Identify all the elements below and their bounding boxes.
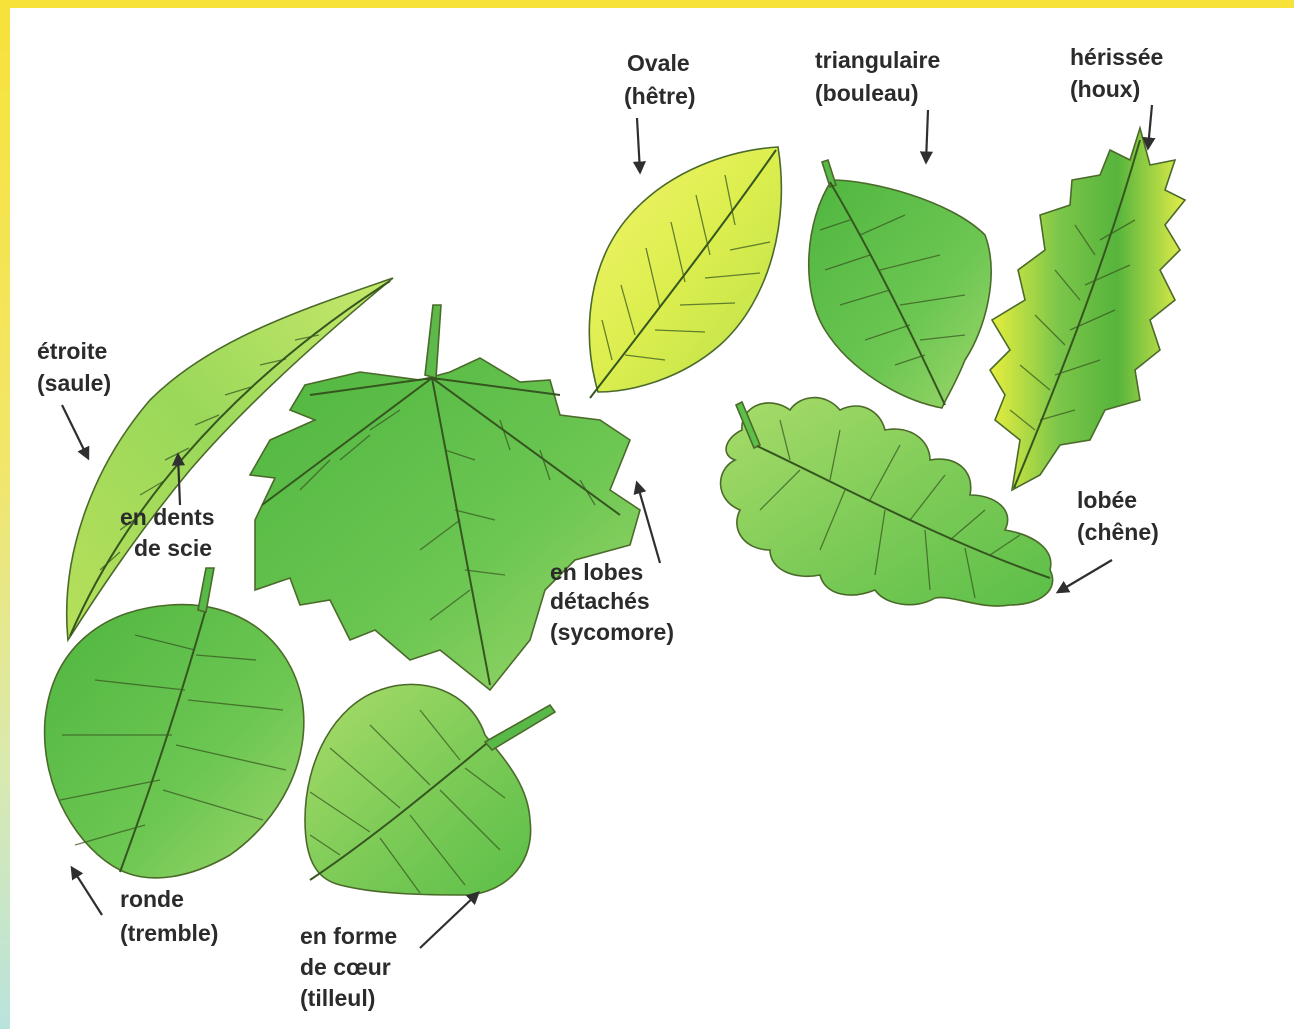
svg-text:en forme: en forme xyxy=(300,923,397,949)
label-triangulaire: triangulaire (bouleau) xyxy=(815,47,940,106)
arrow-etroite xyxy=(62,405,88,458)
svg-text:hérissée: hérissée xyxy=(1070,44,1163,70)
svg-text:de cœur: de cœur xyxy=(300,954,391,980)
label-etroite: étroite (saule) xyxy=(37,338,111,396)
label-herissee: hérissée (houx) xyxy=(1070,44,1163,102)
svg-text:(bouleau): (bouleau) xyxy=(815,80,919,106)
svg-text:ronde: ronde xyxy=(120,886,184,912)
svg-text:(tilleul): (tilleul) xyxy=(300,985,375,1011)
svg-text:détachés: détachés xyxy=(550,588,650,614)
svg-text:(saule): (saule) xyxy=(37,370,111,396)
svg-text:(houx): (houx) xyxy=(1070,76,1140,102)
arrow-lobee xyxy=(1058,560,1112,592)
leaf-oak xyxy=(721,398,1053,606)
svg-text:en dents: en dents xyxy=(120,504,215,530)
leaf-beech xyxy=(589,147,781,398)
svg-text:lobée: lobée xyxy=(1077,487,1137,513)
arrow-triangulaire xyxy=(926,110,928,162)
label-ronde: ronde (tremble) xyxy=(120,886,218,946)
arrow-herissee xyxy=(1148,105,1152,148)
svg-text:(sycomore): (sycomore) xyxy=(550,619,674,645)
svg-text:(tremble): (tremble) xyxy=(120,920,218,946)
leaf-birch xyxy=(809,160,991,408)
svg-text:de scie: de scie xyxy=(134,535,212,561)
arrow-ronde xyxy=(72,868,102,915)
label-ovale: Ovale (hêtre) xyxy=(624,50,696,109)
svg-text:étroite: étroite xyxy=(37,338,107,364)
svg-text:triangulaire: triangulaire xyxy=(815,47,940,73)
svg-text:(chêne): (chêne) xyxy=(1077,519,1159,545)
svg-text:(hêtre): (hêtre) xyxy=(624,83,696,109)
arrow-lobes xyxy=(637,483,660,563)
leaf-holly xyxy=(990,128,1185,490)
label-lobee: lobée (chêne) xyxy=(1077,487,1159,545)
leaf-linden xyxy=(305,684,555,895)
arrow-coeur xyxy=(420,893,478,948)
svg-text:Ovale: Ovale xyxy=(627,50,690,76)
label-lobes: en lobes détachés (sycomore) xyxy=(550,559,674,645)
svg-text:en lobes: en lobes xyxy=(550,559,643,585)
label-coeur: en forme de cœur (tilleul) xyxy=(300,923,397,1011)
arrow-ovale xyxy=(637,118,640,172)
